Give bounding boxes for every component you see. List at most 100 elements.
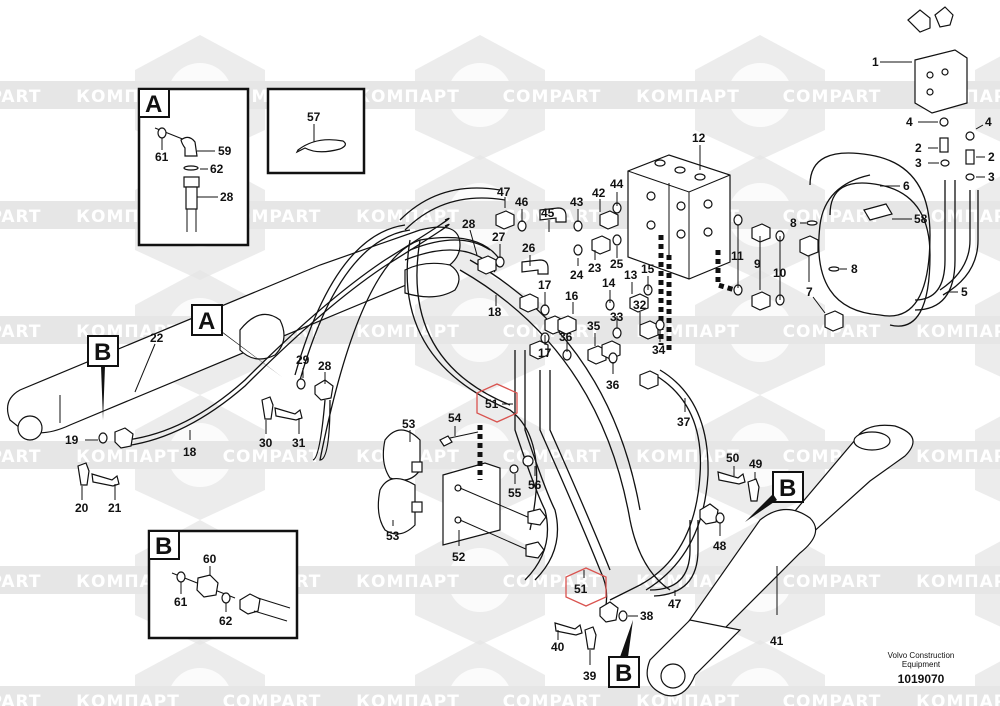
watermark-text-latin: COMPART [503, 87, 602, 107]
label-11: 11 [731, 249, 744, 263]
label-51-upper: 51 [485, 397, 499, 411]
watermark-text-cyrillic: КОМПАРТ [636, 87, 740, 107]
label-25: 25 [610, 257, 624, 271]
label-55: 55 [508, 486, 522, 500]
label-57: 57 [307, 110, 321, 124]
valve-1 [914, 49, 968, 114]
label-22: 22 [150, 331, 164, 345]
watermark-text-latin: COMPART [783, 572, 882, 592]
label-3-right: 3 [988, 170, 995, 184]
highlight-51-lower: 51 [565, 567, 607, 607]
watermark-tile: КОМПАРТ COMPART [340, 640, 620, 706]
detail-view-a: A 61 59 62 28 [137, 87, 250, 247]
watermark-text-latin: COMPART [503, 692, 602, 706]
watermark-text-latin: COMPART [223, 692, 322, 706]
label-46: 46 [515, 195, 529, 209]
label-48: 48 [713, 539, 727, 553]
accumulator-53-lower [377, 478, 416, 535]
label-33: 33 [610, 310, 624, 324]
hose-layer [124, 152, 979, 611]
label-53-lower: 53 [386, 529, 400, 543]
label-14: 14 [602, 276, 616, 290]
watermark-text-latin: COMPART [0, 447, 41, 467]
illustration-id: 1019070 [898, 672, 945, 686]
callout-b-right: B [779, 475, 796, 502]
fitting-nut [639, 370, 659, 390]
watermark-text-cyrillic: КОМПАРТ [76, 447, 180, 467]
detail-view-cable-tie: 57 [266, 87, 366, 175]
watermark-text-latin: COMPART [783, 87, 882, 107]
o-ring [573, 244, 583, 256]
label-34: 34 [652, 343, 666, 357]
label-8-lower: 8 [851, 262, 858, 276]
watermark-text-cyrillic: КОМПАРТ [356, 692, 460, 706]
watermark-text-cyrillic: КОМПАРТ [356, 322, 460, 342]
watermark-text-cyrillic: КОМПАРТ [356, 207, 460, 227]
watermark-text-latin: COMPART [223, 447, 322, 467]
label-5: 5 [961, 285, 968, 299]
label-62b: 62 [219, 614, 233, 628]
label-15: 15 [641, 262, 655, 276]
elbow-fitting [539, 207, 567, 223]
callout-a-main: A [198, 308, 215, 335]
label-28-center: 28 [462, 217, 476, 231]
callout-b-left: B [94, 339, 111, 366]
fitting-nut [557, 315, 577, 335]
accumulator-assembly: 53 53 52 54 55 56 [377, 411, 547, 564]
fitting-nut [639, 320, 659, 340]
callout-b-bottom: B [615, 660, 632, 687]
o-ring [612, 234, 622, 246]
label-13: 13 [624, 268, 638, 282]
bolt-21 [91, 473, 120, 487]
label-29: 29 [296, 353, 310, 367]
fitting-nut [495, 210, 515, 230]
o-ring-61 [157, 127, 167, 139]
label-61b: 61 [174, 595, 188, 609]
watermark-text-cyrillic: КОМПАРТ [636, 447, 740, 467]
boom-cylinder-22: 22 [7, 226, 461, 441]
label-24: 24 [570, 268, 584, 282]
label-49: 49 [749, 457, 763, 471]
label-6: 6 [903, 179, 910, 193]
label-8-upper: 8 [790, 216, 797, 230]
watermark-text-cyrillic: КОМПАРТ [916, 322, 1000, 342]
fitting-nut [519, 293, 539, 313]
watermark-text-cyrillic: КОМПАРТ [916, 447, 1000, 467]
o-ring [733, 214, 743, 226]
clamp-30 [261, 396, 274, 420]
label-23: 23 [588, 261, 602, 275]
label-21: 21 [108, 501, 122, 515]
label-53-upper: 53 [402, 417, 416, 431]
highlight-51-upper: 51 [476, 383, 518, 423]
label-18-left: 18 [183, 445, 197, 459]
label-42: 42 [592, 186, 606, 200]
detail-view-b: B 61 60 62 [147, 529, 299, 640]
o-ring-62b [221, 592, 231, 604]
o-ring [573, 220, 583, 232]
label-35: 35 [587, 319, 601, 333]
label-28-detail: 28 [220, 190, 234, 204]
label-12: 12 [692, 131, 706, 145]
detail-a-letter: A [145, 91, 162, 118]
fitting-nut [629, 293, 649, 313]
label-43: 43 [570, 195, 584, 209]
watermark-tile: КОМПАРТ COMPART [60, 395, 340, 520]
label-38: 38 [640, 609, 654, 623]
label-4-left: 4 [906, 115, 913, 129]
fitting-nut [529, 340, 549, 360]
label-1: 1 [872, 55, 879, 69]
label-50: 50 [726, 451, 740, 465]
watermark-text-cyrillic: КОМПАРТ [356, 572, 460, 592]
o-ring [608, 352, 618, 364]
watermark-text-latin: COMPART [0, 87, 41, 107]
